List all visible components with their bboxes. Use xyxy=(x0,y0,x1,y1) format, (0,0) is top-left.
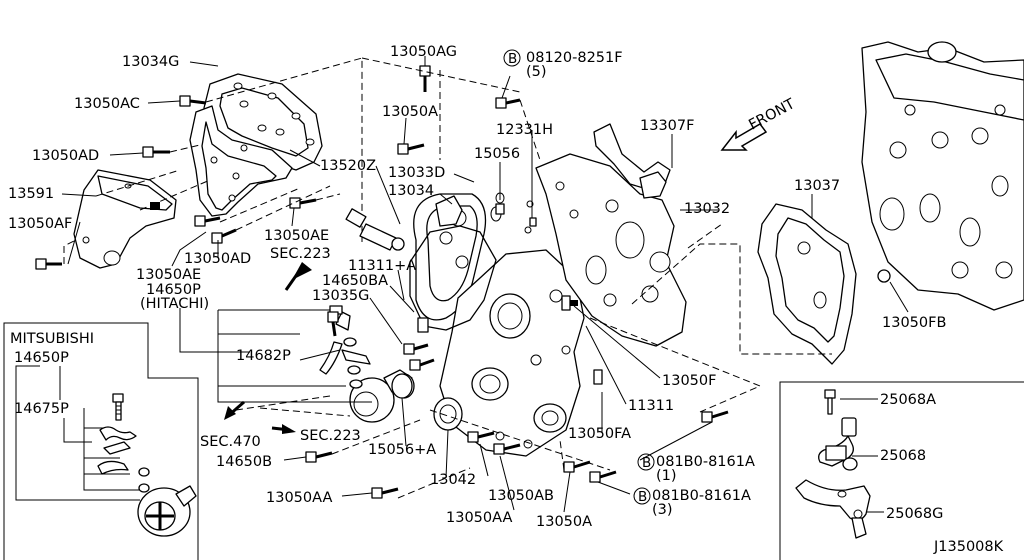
callout-25068: 25068 xyxy=(880,448,926,464)
front-oil-seal-part xyxy=(345,208,405,251)
section-arrows xyxy=(224,262,312,434)
crank-seal-part xyxy=(433,397,463,431)
bolt-qty-mid: (1) xyxy=(656,468,677,484)
callout-13050FB: 13050FB xyxy=(882,315,946,331)
callout-12331H: 12331H xyxy=(496,122,553,138)
mitsubishi-title: MITSUBISHI xyxy=(10,331,94,347)
cylinder-head-gasket-part xyxy=(593,123,671,199)
callout-13307F: 13307F xyxy=(640,118,694,134)
bolts-center-group xyxy=(305,65,729,499)
callout-13050AC: 13050AC xyxy=(74,96,140,112)
callout-13032: 13032 xyxy=(684,201,730,217)
diagram-id: J135008K xyxy=(933,539,1004,555)
bolt-qty-top: (5) xyxy=(526,64,547,80)
callout-13050FA: 13050FA xyxy=(568,426,631,442)
sec223-top: SEC.223 xyxy=(270,246,331,262)
callout-11311A: 11311+A xyxy=(348,258,416,274)
callout-13050AG: 13050AG xyxy=(390,44,457,60)
timing-cover-gasket-part xyxy=(189,105,293,217)
callout-13035G: 13035G xyxy=(312,288,369,304)
position-sensor-part xyxy=(818,417,858,471)
rear-timing-plate-part xyxy=(535,153,687,347)
callout-13050AE-left: 13050AE xyxy=(136,267,201,283)
callout-13037: 13037 xyxy=(794,178,840,194)
callout-14675P: 14675P xyxy=(14,401,69,417)
front-cover-gasket-part xyxy=(409,225,497,331)
callout-labels: 13034G 13050AC 13050AD 13591 13050AF 130… xyxy=(8,44,1004,555)
bolt-code-bottom: 081B0-8161A xyxy=(652,488,751,504)
callout-14650B: 14650B xyxy=(216,454,272,470)
callout-15056-top: 15056 xyxy=(474,146,520,162)
callout-13033D: 13033D xyxy=(388,165,445,181)
callout-13034G: 13034G xyxy=(122,54,179,70)
callout-13050AD-left: 13050AD xyxy=(32,148,99,164)
leader-lines-left xyxy=(61,57,363,267)
bolt-code-mid: 081B0-8161A xyxy=(656,454,755,470)
sec470: SEC.470 xyxy=(200,434,261,450)
leader-lines-center xyxy=(235,56,909,513)
hitachi-bracket xyxy=(179,308,372,403)
sensor-inset: 25068A 25068 25068G xyxy=(779,381,1024,560)
callout-13050A-top: 13050A xyxy=(382,104,438,120)
callout-13520Z: 13520Z xyxy=(320,158,376,174)
callout-13050AF: 13050AF xyxy=(8,216,72,232)
mitsubishi-inset: MITSUBISHI 14650P 14675P xyxy=(3,322,199,560)
callout-13042: 13042 xyxy=(430,472,476,488)
callout-13050AA-bottom: 13050AA xyxy=(446,510,512,526)
front-cover-main-part xyxy=(439,249,585,457)
plug-13050FB-part xyxy=(877,269,891,283)
vacuum-pump-mitsubishi-part xyxy=(137,485,197,537)
b-marker-mid: B xyxy=(637,453,655,471)
svg-text:B: B xyxy=(638,489,647,505)
callout-25068G: 25068G xyxy=(886,506,943,522)
hose-fitting-part xyxy=(97,426,150,493)
callout-13050AD-center: 13050AD xyxy=(184,251,251,267)
callout-13050AE-center: 13050AE xyxy=(264,228,329,244)
sensor-bolt-part xyxy=(824,389,836,415)
hitachi-label: (HITACHI) xyxy=(140,296,209,312)
callout-15056A: 15056+A xyxy=(368,442,436,458)
callout-14650BA: 14650BA xyxy=(322,273,388,289)
bolts-left-group xyxy=(35,95,317,270)
callout-13050F: 13050F xyxy=(662,373,716,389)
b-marker-top: B xyxy=(503,49,521,67)
oil-seal-13520Z-part xyxy=(391,373,413,399)
front-direction-arrow: FRONT xyxy=(720,96,798,151)
bolt-code-top: 08120-8251F xyxy=(526,50,623,66)
callout-14682P: 14682P xyxy=(236,348,291,364)
sec223-bottom: SEC.223 xyxy=(300,428,361,444)
engine-block-part xyxy=(861,41,1024,311)
callout-14650P-mitsubishi: 14650P xyxy=(14,350,69,366)
callout-14650P-hitachi: 14650P xyxy=(146,282,201,298)
callout-13591: 13591 xyxy=(8,186,54,202)
banjo-bolt-part xyxy=(112,393,124,421)
callout-13050A-bottom: 13050A xyxy=(536,514,592,530)
callout-13034: 13034 xyxy=(388,183,434,199)
front-cover-gasket-13037-part xyxy=(757,203,857,365)
callout-13050AB: 13050AB xyxy=(488,488,554,504)
front-label: FRONT xyxy=(746,96,797,133)
timing-cover-lower-part xyxy=(73,169,177,269)
svg-text:B: B xyxy=(642,455,651,471)
svg-text:B: B xyxy=(508,51,517,67)
callout-13050AA-left: 13050AA xyxy=(266,490,332,506)
sensor-bracket-part xyxy=(795,479,871,539)
dowel-pins xyxy=(417,203,603,385)
b-marker-bottom: B xyxy=(633,487,651,505)
bolt-qty-bottom: (3) xyxy=(652,502,673,518)
callout-25068A: 25068A xyxy=(880,392,936,408)
callout-11311: 11311 xyxy=(628,398,674,414)
